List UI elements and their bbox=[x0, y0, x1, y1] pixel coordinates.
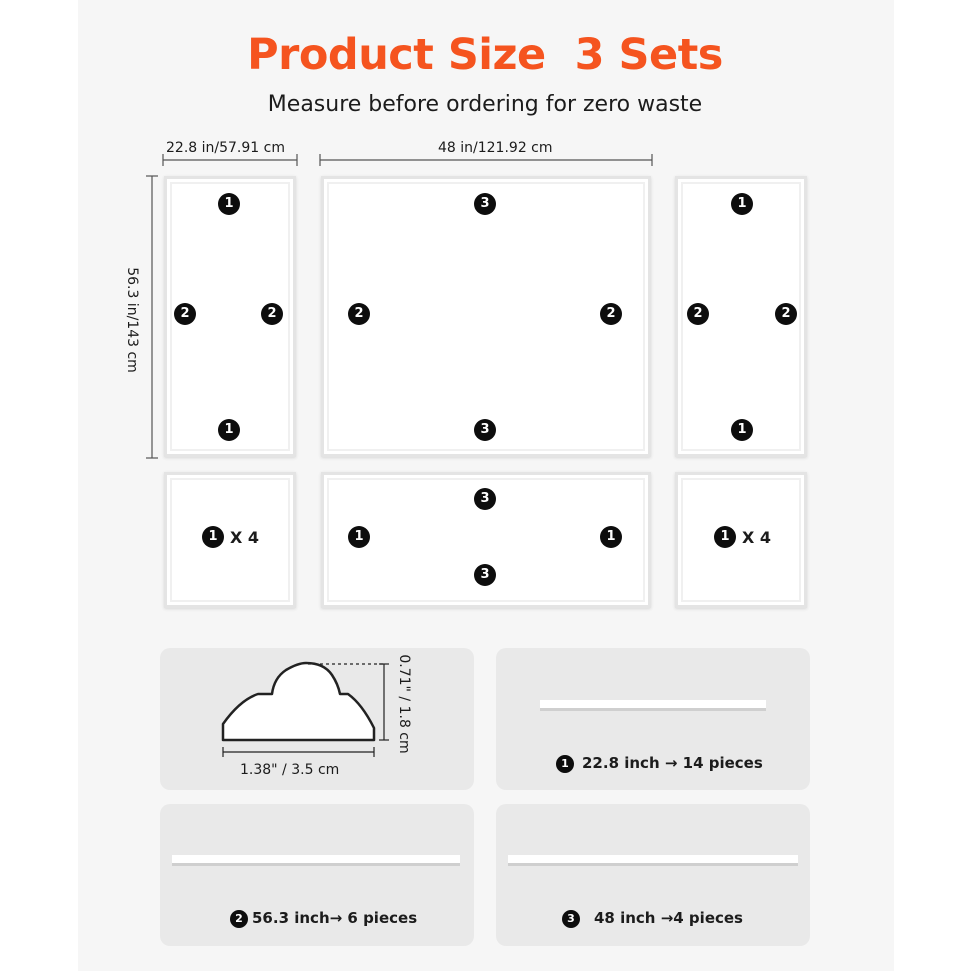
page-title: Product Size 3 Sets bbox=[247, 30, 723, 80]
badge-piece-1: 1 bbox=[714, 526, 736, 548]
badge-piece-3: 3 bbox=[474, 488, 496, 510]
piece-card-3 bbox=[496, 804, 810, 946]
badge-piece-1: 1 bbox=[218, 193, 240, 215]
piece-card-2 bbox=[160, 804, 474, 946]
badge-piece-2: 2 bbox=[687, 303, 709, 325]
profile-height-label: 0.71" / 1.8 cm bbox=[396, 654, 412, 754]
badge-piece-3: 3 bbox=[474, 193, 496, 215]
badge-piece-2: 2 bbox=[174, 303, 196, 325]
badge-piece-1: 1 bbox=[600, 526, 622, 548]
badge-piece-1: 1 bbox=[218, 419, 240, 441]
badge-piece-1: 1 bbox=[731, 193, 753, 215]
dim-label-height: 56.3 in/143 cm bbox=[124, 267, 140, 373]
badge-piece-1: 1 bbox=[556, 754, 574, 773]
dim-label-center-width: 48 in/121.92 cm bbox=[438, 140, 553, 156]
molding-strip-3 bbox=[508, 855, 798, 866]
badge-piece-2: 2 bbox=[775, 303, 797, 325]
badge-piece-2: 2 bbox=[261, 303, 283, 325]
badge-piece-3: 3 bbox=[474, 564, 496, 586]
page-subtitle: Measure before ordering for zero waste bbox=[267, 92, 703, 117]
badge-piece-2: 2 bbox=[600, 303, 622, 325]
badge-piece-1: 1 bbox=[348, 526, 370, 548]
badge-piece-2: 2 bbox=[230, 909, 248, 928]
molding-strip-2 bbox=[172, 855, 460, 866]
molding-strip-1 bbox=[540, 700, 766, 711]
badge-piece-2: 2 bbox=[348, 303, 370, 325]
quantity-multiplier: X 4 bbox=[230, 528, 260, 547]
badge-piece-1: 1 bbox=[731, 419, 753, 441]
piece-card-1 bbox=[496, 648, 810, 790]
frame-top-center bbox=[321, 176, 651, 457]
quantity-multiplier: X 4 bbox=[742, 528, 772, 547]
profile-cross-section bbox=[221, 661, 389, 757]
badge-piece-3: 3 bbox=[562, 909, 580, 928]
dim-label-panel-width: 22.8 in/57.91 cm bbox=[166, 140, 285, 156]
profile-width-label: 1.38" / 3.5 cm bbox=[240, 762, 340, 778]
badge-piece-3: 3 bbox=[474, 419, 496, 441]
frame-bottom-right bbox=[675, 472, 807, 608]
badge-piece-1: 1 bbox=[202, 526, 224, 548]
profile-shape bbox=[221, 661, 376, 742]
frame-bottom-left bbox=[164, 472, 296, 608]
